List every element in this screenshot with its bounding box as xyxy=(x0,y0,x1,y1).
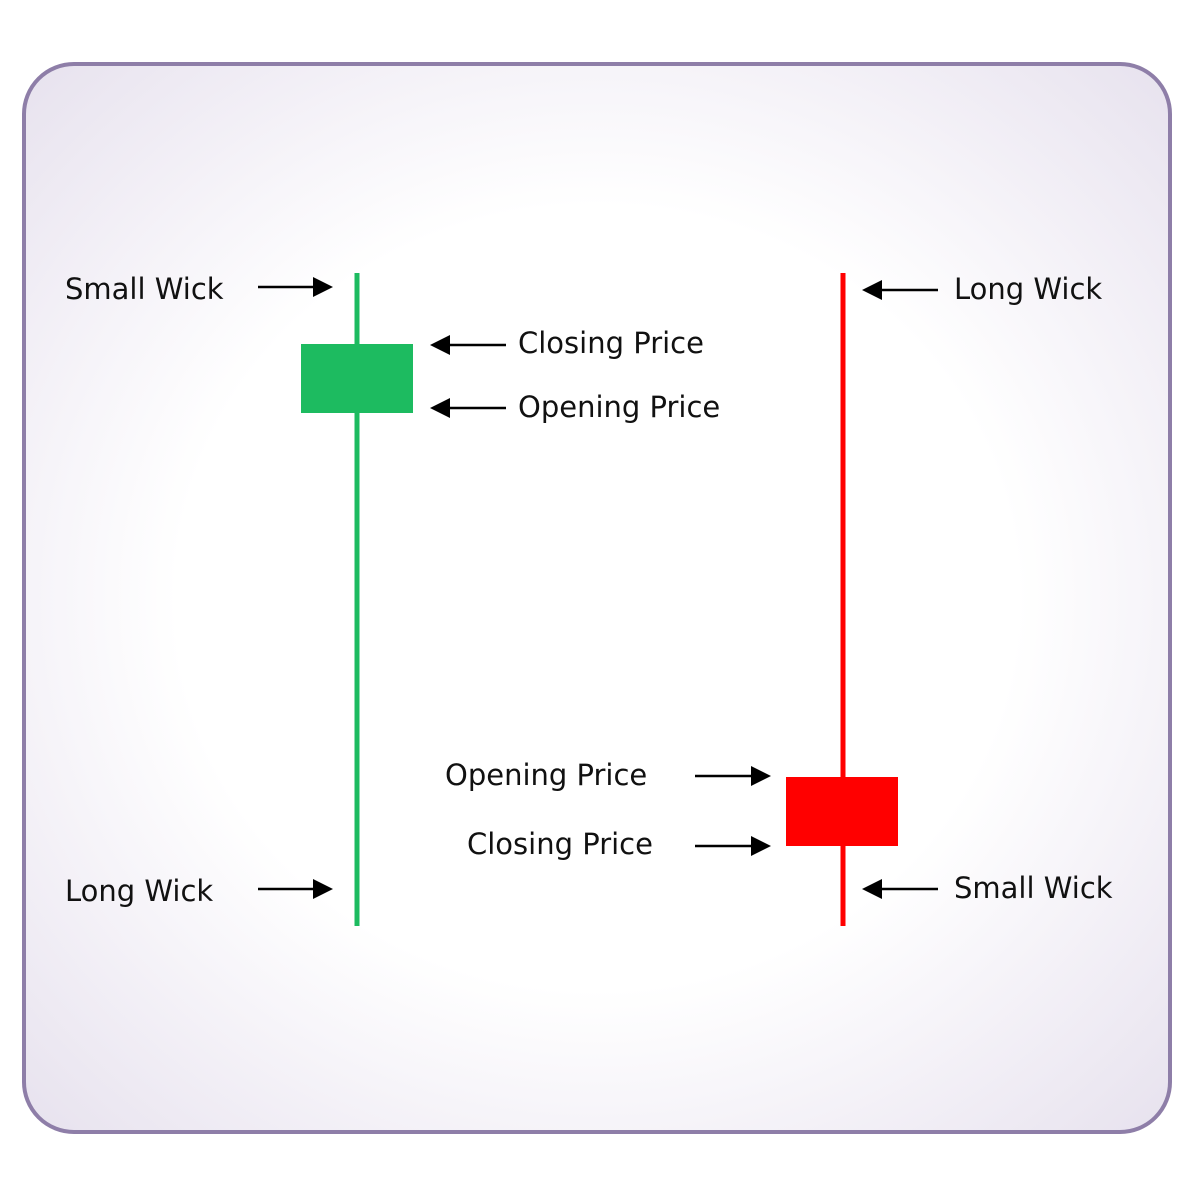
green-closing-price-label: Closing Price xyxy=(518,326,704,360)
red-candle xyxy=(786,273,898,926)
red-opening-price-label: Opening Price xyxy=(445,758,647,792)
green-candle-body xyxy=(301,344,413,413)
red-long-wick-arrow xyxy=(862,280,938,300)
green-candle xyxy=(301,273,413,926)
green-long-wick-arrow xyxy=(258,879,333,899)
green-small-wick-arrow xyxy=(258,277,333,297)
green-small-wick-label: Small Wick xyxy=(65,272,224,306)
green-closing-price-arrow xyxy=(430,335,506,355)
red-candle-body xyxy=(786,777,898,846)
green-long-wick-label: Long Wick xyxy=(65,874,213,908)
red-small-wick-label: Small Wick xyxy=(954,871,1113,905)
red-closing-price-arrow xyxy=(695,836,771,856)
red-opening-price-arrow xyxy=(695,766,771,786)
red-long-wick-label: Long Wick xyxy=(954,272,1102,306)
green-opening-price-arrow xyxy=(430,398,506,418)
red-closing-price-label: Closing Price xyxy=(467,827,653,861)
red-small-wick-arrow xyxy=(862,879,938,899)
diagram-frame xyxy=(22,62,1172,1134)
green-opening-price-label: Opening Price xyxy=(518,390,720,424)
